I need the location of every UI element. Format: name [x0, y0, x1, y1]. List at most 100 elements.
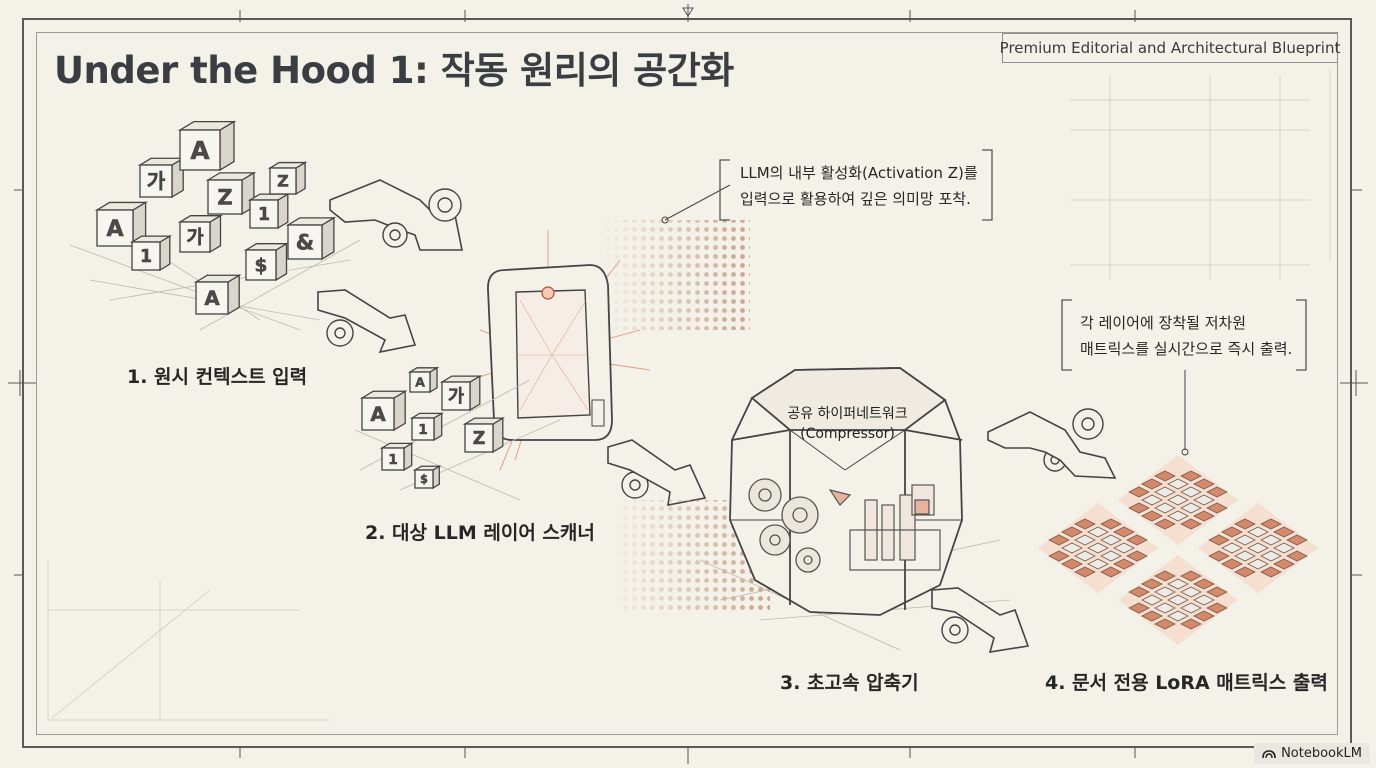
- callout-line-activation: [664, 184, 731, 221]
- matrix-cell: [1087, 526, 1109, 538]
- matrix-cell: [1154, 518, 1176, 530]
- input-block-char: A: [204, 287, 220, 310]
- notebooklm-watermark: NotebookLM: [1254, 743, 1370, 764]
- matrix-cell: [1154, 502, 1176, 514]
- matrix-cell: [1206, 486, 1228, 498]
- matrix-cell: [1128, 586, 1150, 598]
- matrix-cell: [1180, 618, 1202, 630]
- matrix-cell: [1273, 542, 1295, 554]
- matrix-cell: [1087, 542, 1109, 554]
- input-block: $: [243, 242, 289, 282]
- page-title: Under the Hood 1: 작동 원리의 공간화: [54, 49, 734, 92]
- matrix-cell: [1167, 610, 1189, 622]
- input-block: Z: [205, 171, 257, 216]
- matrix-cell: [1206, 502, 1228, 514]
- matrix-cell: [1180, 470, 1202, 482]
- compressor-machinery: [828, 484, 941, 571]
- matrix-cell: [1167, 510, 1189, 522]
- matrix-cell: [1100, 566, 1122, 578]
- lora-note: 각 레이어에 장착될 저차원 매트릭스를 실시간으로 즉시 출력.: [1080, 310, 1292, 362]
- matrix-cell: [1247, 558, 1269, 570]
- notebooklm-icon: [1262, 749, 1276, 758]
- matrix-cell: [1128, 502, 1150, 514]
- matrix-cell: [1141, 494, 1163, 506]
- input-block-char: A: [106, 216, 124, 242]
- matrix-cell: [1074, 550, 1096, 562]
- matrix-cell: [1208, 534, 1230, 546]
- inner-frame: [36, 32, 1338, 735]
- input-block-char: A: [190, 136, 210, 165]
- matrix-cell: [1193, 478, 1215, 490]
- input-block-char: 1: [140, 247, 152, 267]
- input-block-char: 1: [258, 205, 270, 225]
- matrix-cell: [1180, 518, 1202, 530]
- scanned-block: A: [359, 390, 408, 432]
- matrix-cell: [1221, 558, 1243, 570]
- matrix-cell: [1074, 534, 1096, 546]
- matrix-cell: [1247, 526, 1269, 538]
- matrix-cell: [1061, 542, 1083, 554]
- matrix-cell: [1087, 558, 1109, 570]
- scanned-block: 1: [409, 412, 445, 442]
- scanned-block: A: [407, 366, 440, 394]
- stage-3-label: 3. 초고속 압축기: [780, 672, 919, 694]
- matrix-cell: [1100, 518, 1122, 530]
- input-block: &: [285, 216, 337, 261]
- lora-matrix: [1198, 503, 1318, 593]
- matrix-cell: [1048, 550, 1070, 562]
- stage-4-label: 4. 문서 전용 LoRA 매트릭스 출력: [1045, 672, 1328, 694]
- matrix-cell: [1286, 550, 1308, 562]
- matrix-cell: [1100, 550, 1122, 562]
- matrix-cell: [1193, 610, 1215, 622]
- matrix-cell: [1206, 602, 1228, 614]
- matrix-cell: [1273, 558, 1295, 570]
- matrix-cell: [1260, 550, 1282, 562]
- compressor-gears: [748, 478, 821, 573]
- flow-arrow-1: [317, 179, 463, 354]
- input-block: A: [193, 274, 242, 316]
- gear-icon: [326, 188, 1104, 644]
- input-block-char: &: [296, 229, 314, 254]
- matrix-cell: [1260, 566, 1282, 578]
- matrix-cell: [1128, 602, 1150, 614]
- matrix-cell: [1154, 602, 1176, 614]
- matrix-cell: [1141, 610, 1163, 622]
- matrix-cell: [1247, 542, 1269, 554]
- matrix-cell: [1128, 486, 1150, 498]
- scanned-block-char: A: [415, 374, 425, 389]
- input-block-char: Z: [217, 184, 232, 209]
- matrix-cell: [1141, 510, 1163, 522]
- compressor-label: 공유 하이퍼네트워크 (Compressor): [770, 404, 925, 444]
- matrix-cell: [1154, 618, 1176, 630]
- matrix-cell: [1074, 566, 1096, 578]
- stage-2-label: 2. 대상 LLM 레이어 스캐너: [365, 522, 595, 544]
- lora-note-line1: 각 레이어에 장착될 저차원: [1080, 314, 1247, 332]
- matrix-cell: [1141, 594, 1163, 606]
- scanned-block-char: A: [370, 403, 386, 426]
- matrix-cell: [1113, 526, 1135, 538]
- background-grid: [47, 70, 1331, 721]
- input-block: Z: [267, 161, 308, 196]
- activation-note-line2: 입력으로 활용하여 깊은 의미망 포착.: [740, 190, 971, 208]
- input-block-char: 가: [186, 228, 203, 249]
- matrix-cell: [1193, 594, 1215, 606]
- activation-note-line1: LLM의 내부 활성화(Activation Z)를: [740, 164, 978, 182]
- scanned-block: $: [412, 465, 442, 490]
- flow-arrow-3: [931, 411, 1117, 653]
- matrix-cell: [1180, 586, 1202, 598]
- lora-matrix-array: [1038, 455, 1318, 645]
- input-block-char: $: [255, 256, 268, 277]
- compressor-label-line2: (Compressor): [800, 426, 895, 442]
- activation-note: LLM의 내부 활성화(Activation Z)를 입력으로 활용하여 깊은 …: [740, 160, 978, 212]
- matrix-cell: [1074, 518, 1096, 530]
- matrix-cell: [1221, 526, 1243, 538]
- lora-note-line2: 매트릭스를 실시간으로 즉시 출력.: [1080, 340, 1293, 358]
- compressor-label-line1: 공유 하이퍼네트워크: [787, 406, 908, 422]
- input-block: 가: [177, 214, 223, 254]
- matrix-cell: [1167, 494, 1189, 506]
- matrix-cell: [1141, 578, 1163, 590]
- input-block-char: Z: [277, 172, 289, 191]
- matrix-cell: [1206, 586, 1228, 598]
- matrix-cell: [1234, 534, 1256, 546]
